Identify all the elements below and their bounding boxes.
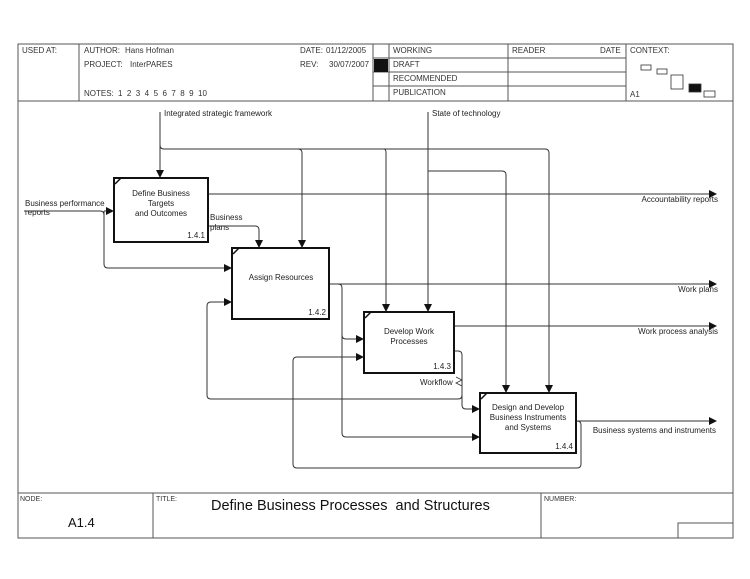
- author-label: AUTHOR:: [84, 46, 120, 55]
- control-arrow-technology-to-144: [428, 170, 510, 393]
- notes-label: NOTES:: [84, 89, 114, 98]
- label-framework: Integrated strategic framework: [164, 109, 273, 118]
- activity-box-144[interactable]: Design and Develop Business Instruments …: [479, 392, 577, 454]
- node-label: NODE:: [20, 496, 42, 503]
- box-142-number: 1.4.2: [308, 308, 326, 317]
- activity-box-143[interactable]: Develop Work Processes 1.4.3: [363, 311, 455, 374]
- status-draft: DRAFT: [393, 60, 420, 69]
- label-accountability: Accountability reports: [642, 195, 718, 204]
- label-plans-2: plans: [210, 223, 229, 232]
- outer-frame: [17, 43, 734, 539]
- draft-selected-marker: [374, 59, 388, 72]
- arrow-142-to-144: [341, 335, 480, 441]
- number-label: NUMBER:: [544, 496, 576, 503]
- reader-date-label: DATE: [600, 46, 621, 55]
- box-141-line-2: Targets: [148, 199, 174, 208]
- notes-value: 1 2 3 4 5 6 7 8 9 10: [118, 89, 208, 98]
- box-141-number: 1.4.1: [187, 231, 205, 240]
- label-work-process: Work process analysis: [638, 327, 718, 336]
- box-141-line-3: and Outcomes: [135, 209, 187, 218]
- activity-box-142[interactable]: Assign Resources 1.4.2: [231, 247, 330, 320]
- date-label: DATE:: [300, 46, 323, 55]
- workflow-squiggle: [455, 376, 463, 387]
- box-143-line-2: Processes: [390, 337, 427, 346]
- context-thumbnail: [640, 64, 716, 98]
- label-work-plans: Work plans: [678, 285, 718, 294]
- input-arrow-reports-to-142: [103, 211, 232, 272]
- label-systems: Business systems and instruments: [593, 426, 716, 435]
- box-144-line-2: Business Instruments: [490, 413, 566, 422]
- project-value: InterPARES: [130, 60, 173, 69]
- control-arrow-framework-to-144: [384, 148, 553, 393]
- label-reports-1: Business performance: [25, 199, 105, 208]
- label-workflow: Workflow: [420, 378, 453, 387]
- title-label: TITLE:: [156, 496, 177, 503]
- box-144-line-1: Design and Develop: [492, 403, 565, 412]
- diagram-title: Define Business Processes and Structures: [211, 498, 490, 514]
- used-at-label: USED AT:: [22, 46, 57, 55]
- arrow-labels: Integrated strategic framework State of …: [25, 109, 718, 435]
- box-143-line-1: Develop Work: [384, 327, 435, 336]
- project-label: PROJECT:: [84, 60, 123, 69]
- number-box: [677, 522, 734, 539]
- footer: NODE: A1.4 TITLE: Define Business Proces…: [18, 492, 734, 539]
- status-publication: PUBLICATION: [393, 88, 446, 97]
- arrow-142-to-143: [337, 283, 364, 343]
- rev-value: 30/07/2007: [329, 60, 370, 69]
- label-technology: State of technology: [432, 109, 501, 118]
- arrows: [24, 112, 717, 469]
- header: USED AT: AUTHOR: Hans Hofman PROJECT: In…: [18, 44, 733, 102]
- label-reports-2: reports: [25, 208, 50, 217]
- box-144-number: 1.4.4: [555, 442, 573, 451]
- date-value: 01/12/2005: [326, 46, 367, 55]
- feedback-arrow-to-143: [292, 353, 582, 469]
- reader-label: READER: [512, 46, 546, 55]
- context-node: A1: [630, 90, 640, 99]
- box-143-number: 1.4.3: [433, 362, 451, 371]
- activity-box-141[interactable]: Define Business Targets and Outcomes 1.4…: [113, 177, 209, 243]
- box-142-line-1: Assign Resources: [249, 273, 313, 282]
- status-recommended: RECOMMENDED: [393, 74, 458, 83]
- status-working: WORKING: [393, 46, 432, 55]
- node-value: A1.4: [68, 515, 95, 530]
- context-label: CONTEXT:: [630, 46, 670, 55]
- box-141-line-1: Define Business: [132, 189, 190, 198]
- feedback-arrow-to-142: [206, 298, 463, 400]
- author-value: Hans Hofman: [125, 46, 174, 55]
- arrow-workflow: [454, 350, 480, 413]
- rev-label: REV:: [300, 60, 318, 69]
- box-144-line-3: and Systems: [505, 423, 551, 432]
- label-plans-1: Business: [210, 213, 242, 222]
- arrow-business-plans: [208, 225, 263, 248]
